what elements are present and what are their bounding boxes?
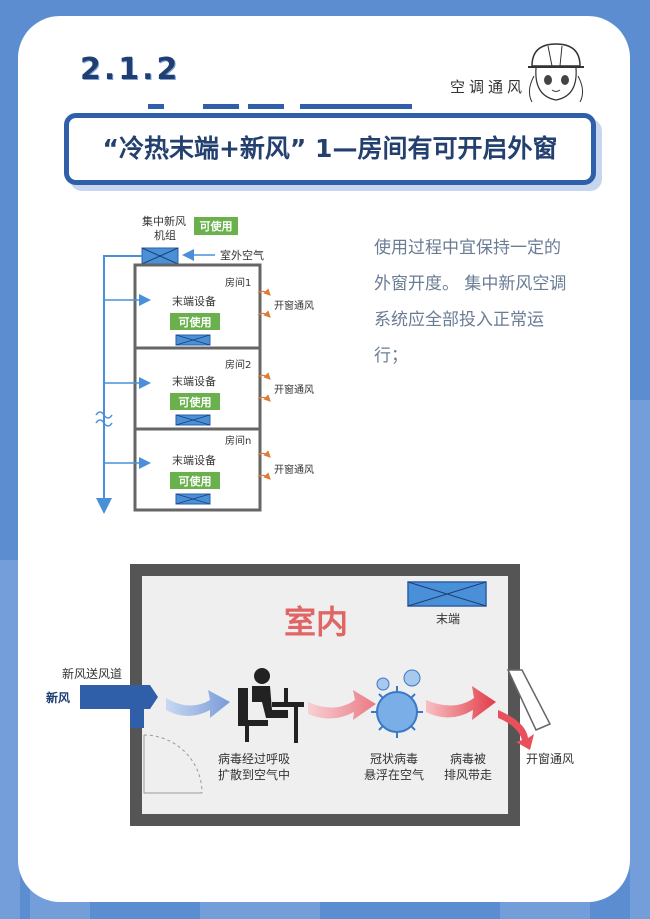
- window-ventilation-label: 开窗通风: [274, 299, 314, 312]
- exhaust-arrow: [426, 686, 496, 720]
- usable-badge: [170, 313, 220, 330]
- usable-badge-text: 可使用: [179, 395, 212, 409]
- fresh-air-duct: [80, 685, 158, 709]
- room-name: 房间2: [225, 358, 251, 371]
- page-title: “冷热末端+新风” 1—房间有可开启外窗: [102, 134, 558, 163]
- ahu-label-line2: 机组: [154, 228, 176, 242]
- terminal-label: 末端: [436, 612, 460, 626]
- step-caption: 病毒被: [450, 751, 486, 766]
- title-deco-dash: [148, 104, 164, 109]
- title-box: “冷热末端+新风” 1—房间有可开启外窗: [64, 113, 596, 185]
- usable-badge: [170, 393, 220, 410]
- step-caption: 冠状病毒: [370, 751, 418, 766]
- ahu-label: 集中新风: [142, 214, 186, 228]
- title-deco-dash: [248, 104, 284, 109]
- usable-badge-text: 可使用: [179, 474, 212, 488]
- room-name: 房间n: [225, 434, 251, 447]
- open-window-icon: [506, 669, 552, 731]
- exhaust-arrow: [498, 710, 534, 750]
- window-ventilation-label: 开窗通风: [274, 463, 314, 476]
- window-ventilation-label: 开窗通风: [526, 752, 574, 766]
- usable-badge: [170, 472, 220, 489]
- indoor-label: 室内: [284, 603, 348, 641]
- step-caption: 扩散到空气中: [218, 767, 290, 782]
- airflow-arrow: [166, 690, 230, 718]
- usable-badge-text: 可使用: [200, 219, 233, 233]
- door-swing: [143, 734, 203, 794]
- indoor-airflow-diagram: 室内 末端 新风送风道 新风 病毒经过呼吸 扩散到空气中: [46, 564, 574, 826]
- step-caption: 悬浮在空气: [364, 767, 424, 782]
- terminal-device-label: 末端设备: [172, 294, 216, 308]
- step-caption: 病毒经过呼吸: [218, 751, 290, 766]
- room-walls: [130, 564, 520, 826]
- step-caption: 排风带走: [444, 768, 492, 782]
- topic-tag: 空调通风: [450, 78, 527, 96]
- ventilation-system-diagram: 集中新风 机组 可使用 室外空气 房间1 末端设备 可使用 开窗通风 房间2 末…: [95, 214, 314, 514]
- fresh-air-label: 新风: [46, 690, 70, 705]
- building-frame: [133, 263, 262, 512]
- section-number: 2.1.2: [80, 52, 181, 87]
- window-ventilation-label: 开窗通风: [274, 383, 314, 396]
- room-name: 房间1: [225, 276, 251, 289]
- usable-badge-text: 可使用: [179, 315, 212, 329]
- outdoor-air-label: 室外空气: [220, 248, 264, 262]
- description-text: 使用过程中宜保持一定的外窗开度。 集中新风空调系统应全部投入正常运行；: [374, 238, 567, 366]
- airflow-arrow: [308, 690, 376, 720]
- title-deco-dash: [300, 104, 412, 109]
- usable-badge: [194, 217, 238, 235]
- engineer-avatar-icon: [528, 43, 584, 103]
- virus-icon: [371, 669, 423, 738]
- title-deco-dash: [203, 104, 239, 109]
- person-at-desk-icon: [238, 668, 304, 743]
- terminal-device-label: 末端设备: [172, 453, 216, 467]
- duct-label: 新风送风道: [62, 666, 122, 681]
- terminal-device-label: 末端设备: [172, 374, 216, 388]
